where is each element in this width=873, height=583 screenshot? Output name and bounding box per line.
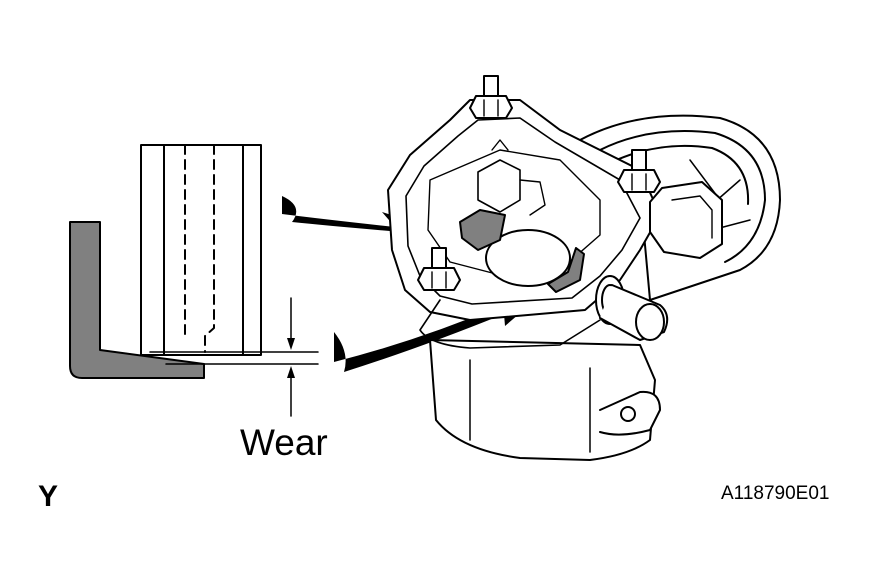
terminal-stud-right <box>617 149 661 193</box>
brush-holder-assembly <box>387 75 781 461</box>
armature-opening <box>485 229 571 287</box>
lower-housing <box>429 339 656 461</box>
holder-plate <box>387 99 661 321</box>
brush-holder <box>69 221 205 379</box>
brush-face-left <box>459 209 506 251</box>
brush-face-right <box>547 247 585 293</box>
terminal-stud-left <box>417 247 461 291</box>
brush-body <box>140 144 262 356</box>
brush-detail <box>69 144 319 417</box>
side-pin <box>595 275 669 341</box>
terminal-stud-top <box>469 75 513 119</box>
figure-code: A118790E01 <box>721 483 830 504</box>
brush-lead-wire <box>184 144 215 353</box>
view-letter: Y <box>38 480 59 513</box>
hex-boss <box>649 181 723 259</box>
wear-label: Wear <box>240 422 328 463</box>
